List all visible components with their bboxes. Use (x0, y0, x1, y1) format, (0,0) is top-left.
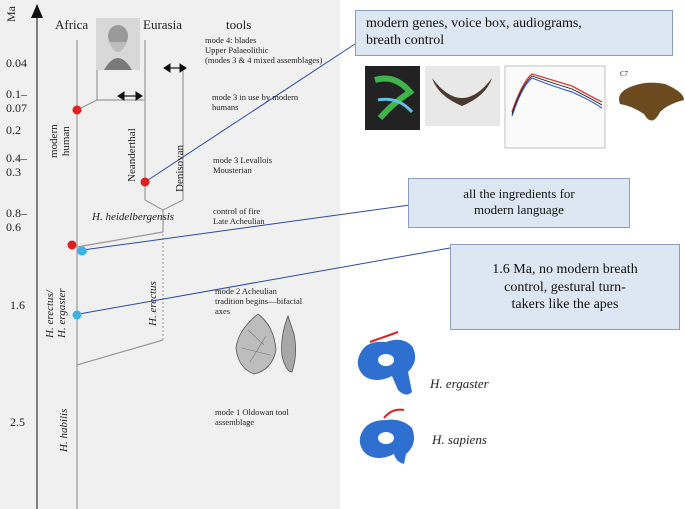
age-tick: 0.4– 0.3 (6, 151, 27, 179)
portrait-image (96, 18, 140, 70)
time-axis-arrow (31, 4, 43, 18)
hyoid-bone-image (425, 66, 500, 126)
gene-flow-arrow-1 (117, 91, 143, 101)
erectus-ergaster-label: H. erectus/ H. ergaster (44, 288, 69, 338)
tools-note: mode 3 Levallois Mousterian (213, 155, 273, 175)
axis-label: Ma (4, 6, 18, 22)
age-tick: 1.6 (10, 298, 25, 312)
neanderthal-label: Neanderthal (126, 128, 138, 182)
heidelbergensis-fork (76, 231, 164, 248)
tools-note: mode 4: blades Upper Palaeolithic (modes… (205, 35, 323, 65)
callout-bottom: 1.6 Ma, no modern breath control, gestur… (450, 244, 680, 330)
callout-top: modern genes, voice box, audiograms, bre… (355, 10, 673, 56)
age-tick: 0.1– 0.07 (6, 87, 27, 115)
sapiens-vertebra-label: H. sapiens (432, 432, 487, 447)
hand-axe-image (235, 313, 296, 375)
erectus-split (76, 339, 164, 366)
eurasia-header: Eurasia (143, 17, 182, 32)
audiogram-image (504, 65, 606, 149)
tools-note: mode 3 in use by modern humans (212, 92, 299, 112)
tools-note: mode 1 Oldowan tool assemblage (215, 407, 289, 427)
heidelbergensis-label: H. heidelbergensis (92, 211, 175, 223)
cyan-marker-heidelbergensis (77, 246, 87, 256)
timeline-panel (0, 0, 340, 509)
gene-flow-arrow-2 (163, 63, 187, 73)
red-marker-modern-human (72, 105, 82, 115)
cyan-marker-ergaster (72, 310, 82, 320)
age-tick: 2.5 (10, 415, 25, 429)
protein-image (365, 66, 420, 130)
age-tick: 0.8– 0.6 (6, 206, 27, 234)
callout-middle: all the ingredients for modern language (408, 178, 630, 228)
erectus-label: H. erectus (147, 281, 159, 326)
denisovan-label: Denisovan (174, 144, 186, 192)
africa-header: Africa (55, 17, 89, 32)
red-marker-neanderthal (140, 177, 150, 187)
vertebra-sapiens-image (359, 408, 414, 464)
modern-human-label: modern human (48, 124, 73, 158)
tools-header: tools (226, 17, 252, 32)
connector-middle (82, 204, 411, 251)
vertebra-ergaster-image (357, 331, 416, 395)
red-marker-heidelbergensis (67, 240, 77, 250)
ergaster-vertebra-label: H. ergaster (430, 376, 489, 391)
age-tick: 0.2 (6, 123, 21, 137)
habilis-label: H. habilis (58, 408, 70, 452)
age-tick: 0.04 (6, 56, 27, 70)
tools-note: mode 2 Acheulian tradition begins—bifaci… (215, 286, 303, 316)
tools-note: control of fire Late Acheulian (213, 206, 265, 226)
c7-label: C7 (620, 70, 629, 78)
connector-bottom (78, 247, 451, 315)
connector-top (144, 41, 359, 183)
vertebra-c7-image (619, 82, 684, 121)
